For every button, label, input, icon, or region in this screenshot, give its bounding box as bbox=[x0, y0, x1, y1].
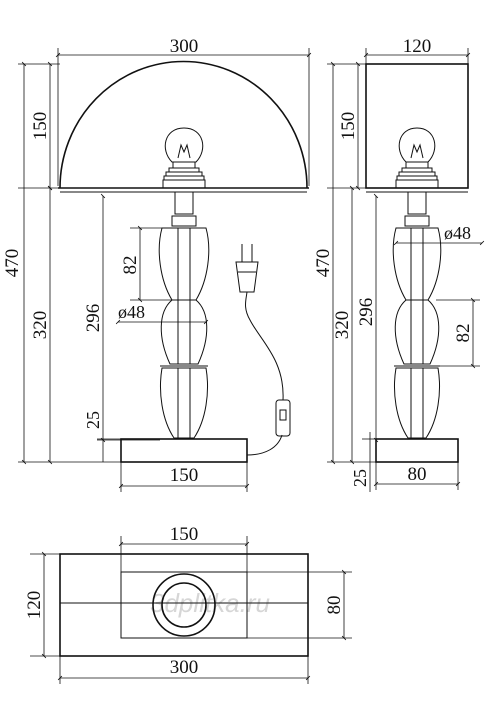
front-base-thickness-label: 25 bbox=[83, 411, 103, 429]
side-stem-diameter-label: ø48 bbox=[444, 223, 471, 243]
side-bulb bbox=[395, 127, 439, 189]
front-segment-height-label: 82 bbox=[120, 256, 141, 275]
top-stem-ring-outer bbox=[152, 573, 216, 637]
base bbox=[120, 438, 248, 463]
front-view: 300 470 150 320 296 82 ø48 25 bbox=[2, 36, 312, 492]
top-base-outline bbox=[120, 571, 248, 639]
side-base-thickness-label: 25 bbox=[350, 469, 370, 487]
front-base-to-shade-label: 320 bbox=[30, 311, 51, 340]
side-total-height-label: 470 bbox=[313, 249, 334, 278]
side-stem bbox=[392, 192, 442, 439]
front-base-width-label: 150 bbox=[170, 465, 199, 486]
side-base-depth-label: 80 bbox=[408, 464, 427, 485]
top-shade-outline bbox=[59, 553, 309, 657]
top-base-width-label: 150 bbox=[170, 524, 199, 545]
side-base-to-shade-label: 320 bbox=[332, 311, 353, 340]
front-shade-height-label: 150 bbox=[30, 112, 51, 141]
front-total-height-label: 470 bbox=[2, 249, 23, 278]
front-stem-diameter-label: ø48 bbox=[118, 302, 145, 322]
side-stem-height-label: 296 bbox=[356, 298, 377, 327]
top-shade-depth-label: 120 bbox=[24, 591, 45, 620]
shade-dome bbox=[59, 60, 308, 189]
side-shade-width-label: 120 bbox=[403, 36, 432, 57]
power-cord bbox=[235, 244, 291, 456]
side-shade-height-label: 150 bbox=[338, 112, 359, 141]
front-shade-width-label: 300 bbox=[170, 36, 199, 57]
side-view: 120 470 150 320 296 ø48 82 25 80 bbox=[313, 36, 485, 492]
top-view: 150 80 120 300 bbox=[24, 524, 352, 684]
top-shade-width-label: 300 bbox=[170, 657, 199, 678]
front-stem-height-label: 296 bbox=[83, 304, 104, 333]
top-stem-ring-inner bbox=[161, 582, 207, 628]
side-shade bbox=[365, 63, 469, 189]
side-base bbox=[375, 438, 459, 463]
stem bbox=[158, 192, 210, 439]
side-segment-height-label: 82 bbox=[453, 324, 474, 343]
top-base-depth-label: 80 bbox=[324, 596, 345, 615]
bulb bbox=[162, 127, 206, 189]
